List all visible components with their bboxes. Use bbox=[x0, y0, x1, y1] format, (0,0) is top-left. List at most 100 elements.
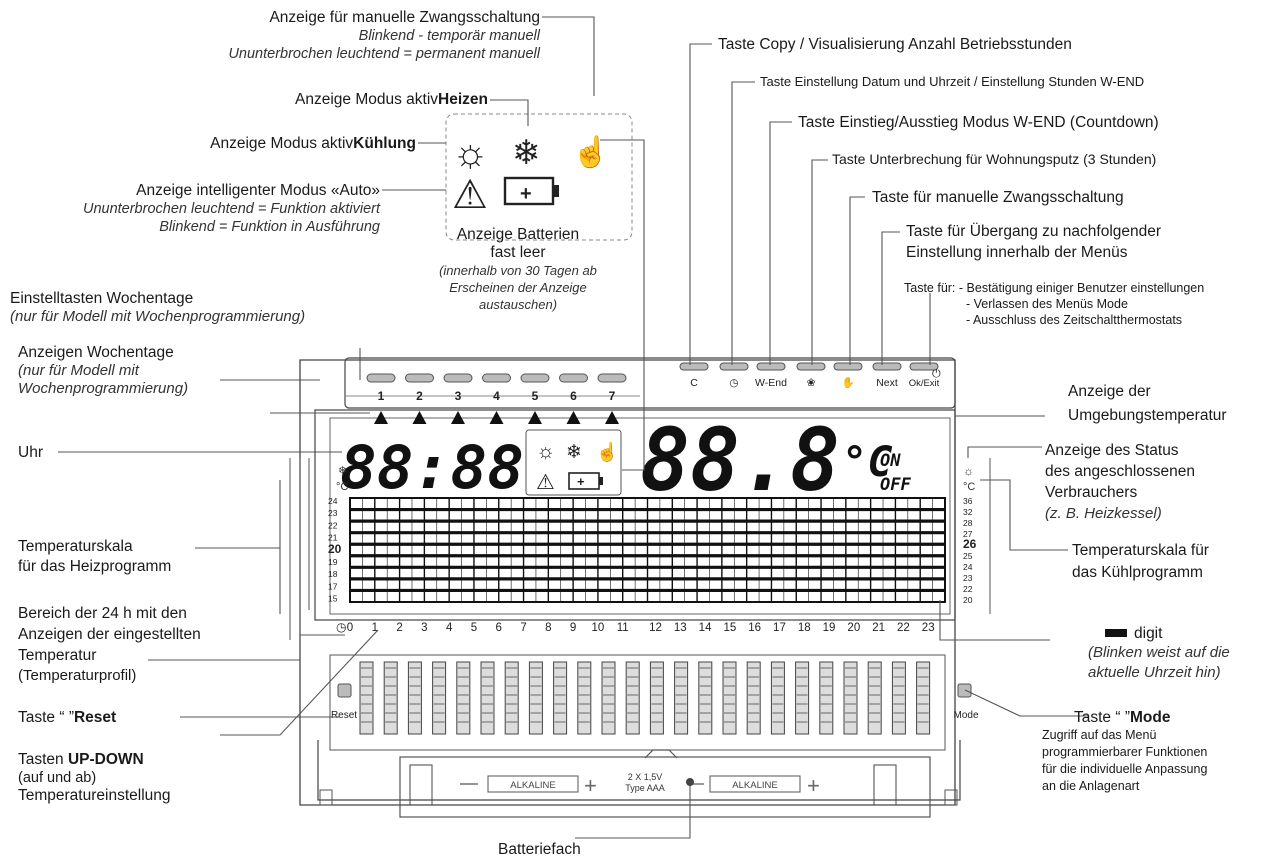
weekday-number-7: 7 bbox=[609, 389, 616, 403]
clock-small-icon: ◷ bbox=[336, 620, 346, 634]
weekday-key-5[interactable] bbox=[520, 373, 550, 383]
function-key-0[interactable] bbox=[679, 362, 709, 371]
function-key-4[interactable] bbox=[833, 362, 863, 371]
reset-button[interactable] bbox=[337, 683, 352, 698]
up-down-slider-14[interactable] bbox=[698, 661, 713, 735]
up-down-slider-22[interactable] bbox=[891, 661, 906, 735]
heat-scale-tick-15: 15 bbox=[328, 594, 338, 604]
up-down-slider-16[interactable] bbox=[746, 661, 761, 735]
mode-button[interactable] bbox=[957, 683, 972, 698]
up-down-slider-7[interactable] bbox=[528, 661, 543, 735]
load-status-line2: des angeschlossenen bbox=[1045, 463, 1195, 480]
up-down-slider-3[interactable] bbox=[432, 661, 447, 735]
manual-indicator-sub1: Blinkend - temporär manuell bbox=[358, 28, 540, 44]
weekday-number-1: 1 bbox=[378, 389, 385, 403]
weekday-key-7[interactable] bbox=[597, 373, 627, 383]
lcd-frame bbox=[314, 409, 956, 621]
manual-indicator-hand-icon: ☝ bbox=[572, 133, 609, 170]
weekday-key-4[interactable] bbox=[482, 373, 511, 383]
weekday-key-6[interactable] bbox=[559, 373, 588, 383]
function-key-label-2: W-End bbox=[755, 377, 787, 389]
clock-label: Uhr bbox=[18, 444, 43, 461]
cleaning-key-label: Taste Unterbrechung für Wohnungsputz (3 … bbox=[832, 151, 1157, 167]
up-down-slider-12[interactable] bbox=[649, 661, 664, 735]
hour-label-8: 8 bbox=[545, 622, 551, 634]
hour-label-2: 2 bbox=[396, 622, 402, 634]
weekday-key-2[interactable] bbox=[405, 373, 434, 383]
battery-cell-left bbox=[487, 775, 579, 793]
wend-key-label: Taste Einstieg/Ausstieg Modus W-END (Cou… bbox=[798, 114, 1159, 131]
up-down-slider-19[interactable] bbox=[819, 661, 834, 735]
up-down-slider-13[interactable] bbox=[674, 661, 689, 735]
weekday-indicator-3 bbox=[451, 411, 465, 424]
function-key-5[interactable] bbox=[872, 362, 902, 371]
up-down-slider-11[interactable] bbox=[625, 661, 640, 735]
weekday-indicators bbox=[374, 411, 619, 424]
cool-scale-tick-25: 25 bbox=[963, 551, 973, 561]
weekday-keys-title: Einstelltasten Wochentage bbox=[10, 290, 194, 307]
hour-label-4: 4 bbox=[446, 622, 453, 634]
unit-left: °C bbox=[336, 481, 348, 493]
up-down-slider-23[interactable] bbox=[916, 661, 931, 735]
heat-scale-tick-24: 24 bbox=[328, 496, 338, 506]
battery-indicator-sub3: austauschen) bbox=[478, 297, 558, 312]
heat-scale-tick-19: 19 bbox=[328, 557, 338, 567]
digit-marker bbox=[1105, 629, 1127, 637]
hour-label-20: 20 bbox=[847, 622, 860, 634]
up-down-slider-15[interactable] bbox=[722, 661, 737, 735]
next-key-line2: Einstellung innerhalb der Menüs bbox=[906, 244, 1128, 261]
up-down-slider-17[interactable] bbox=[770, 661, 785, 735]
digit-sub2: aktuelle Uhrzeit hin) bbox=[1088, 664, 1221, 681]
up-down-slider-4[interactable] bbox=[456, 661, 471, 735]
up-down-slider-6[interactable] bbox=[504, 661, 519, 735]
manual-hand-icon: ☝ bbox=[596, 441, 618, 463]
ok-key-item1: - Bestätigung einiger Benutzer einstellu… bbox=[958, 281, 1205, 295]
function-key-6[interactable] bbox=[909, 362, 939, 371]
hour-label-5: 5 bbox=[471, 622, 477, 634]
load-status-sub: (z. B. Heizkessel) bbox=[1045, 505, 1162, 522]
function-key-1[interactable] bbox=[719, 362, 749, 371]
battery-spec-2: Type AAA bbox=[625, 783, 665, 793]
auto-indicator-title: Anzeige intelligenter Modus «Auto» bbox=[136, 182, 380, 199]
up-down-slider-9[interactable] bbox=[577, 661, 592, 735]
range-24h-label: Bereich der 24 h mit den Anzeigen der ei… bbox=[18, 603, 201, 686]
up-down-slider-20[interactable] bbox=[843, 661, 858, 735]
weekday-number-3: 3 bbox=[455, 389, 462, 403]
hour-label-10: 10 bbox=[592, 622, 605, 634]
cool-scale-tick-27: 27 bbox=[963, 529, 973, 539]
function-key-2[interactable] bbox=[756, 362, 786, 371]
weekday-number-4: 4 bbox=[493, 389, 500, 403]
housing-left-edge bbox=[289, 458, 301, 640]
up-down-slider-21[interactable] bbox=[867, 661, 882, 735]
cool-scale-line2: das Kühlprogramm bbox=[1072, 564, 1203, 581]
up-down-slider-0[interactable] bbox=[359, 661, 374, 735]
mode-key-sub1: Zugriff auf das Menü bbox=[1042, 728, 1157, 742]
heat-scale-line2: für das Heizprogramm bbox=[18, 558, 172, 575]
cool-scale-tick-22: 22 bbox=[963, 584, 973, 594]
weekday-key-3[interactable] bbox=[443, 373, 473, 383]
reset-key-pre: Taste “ ” bbox=[18, 709, 74, 726]
hour-label-18: 18 bbox=[798, 622, 811, 634]
battery-indicator-title1: Anzeige Batterien bbox=[456, 226, 580, 243]
up-down-slider-18[interactable] bbox=[795, 661, 810, 735]
snowflake-icon: ❄ bbox=[566, 442, 582, 463]
updown-keys-label: Tasten UP-DOWN (auf und ab) Temperaturei… bbox=[18, 750, 171, 805]
cool-scale-tick-23: 23 bbox=[963, 573, 973, 583]
mode-key-sub2: programmierbarer Funktionen bbox=[1042, 745, 1208, 759]
up-down-slider-2[interactable] bbox=[407, 661, 422, 735]
up-down-slider-5[interactable] bbox=[480, 661, 495, 735]
ambient-temp-line1: Anzeige der bbox=[1068, 383, 1151, 400]
function-key-label-4: ✋ bbox=[841, 376, 854, 389]
weekday-indicator-1 bbox=[374, 411, 388, 424]
heat-scale-tick-20: 20 bbox=[328, 542, 342, 556]
function-key-3[interactable] bbox=[796, 362, 826, 371]
up-down-slider-10[interactable] bbox=[601, 661, 616, 735]
up-down-slider-1[interactable] bbox=[383, 661, 398, 735]
weekday-key-1[interactable] bbox=[366, 373, 396, 383]
heat-scale-tick-21: 21 bbox=[328, 533, 338, 543]
up-down-slider-8[interactable] bbox=[553, 661, 568, 735]
heat-indicator-label: Anzeige Modus aktivHeizen bbox=[170, 90, 488, 109]
